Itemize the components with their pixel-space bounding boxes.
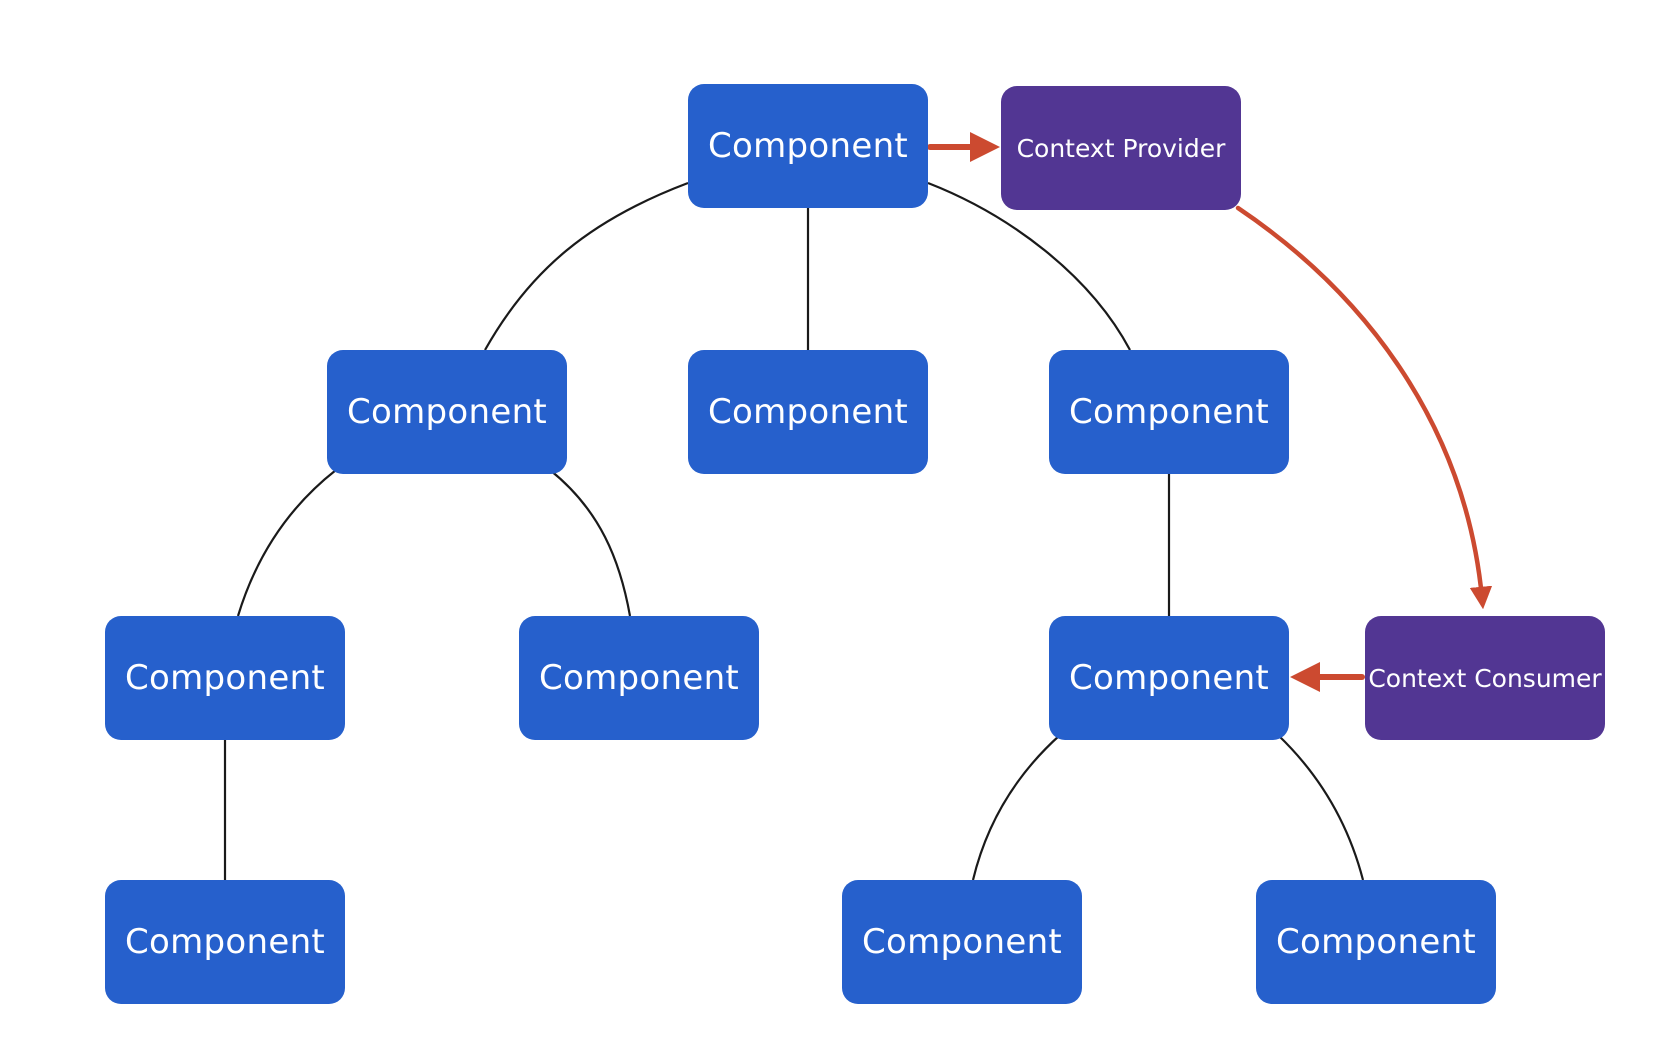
component-node-label: Component	[1068, 658, 1270, 698]
edge-root-mid1	[484, 181, 689, 351]
component-node-label: Component	[707, 392, 909, 432]
component-node-label: Component	[124, 658, 326, 698]
component-node-level2-center: Component	[688, 350, 928, 474]
component-node-label: Component	[1068, 392, 1270, 432]
component-node-label: Component	[538, 658, 740, 698]
component-node-label: Component	[124, 922, 326, 962]
edge-l3c-l4c	[1277, 734, 1365, 881]
component-node-level4-right: Component	[1256, 880, 1496, 1004]
component-node-label: Component	[1275, 922, 1477, 962]
component-node-level2-right: Component	[1049, 350, 1289, 474]
component-node-label: Component	[861, 922, 1063, 962]
context-provider-node: Context Provider	[1001, 86, 1241, 210]
component-node-level3-left: Component	[105, 616, 345, 740]
component-node-level4-left: Component	[105, 880, 345, 1004]
edge-mid1-l3b	[549, 469, 632, 617]
edge-mid1-l3a	[236, 469, 337, 617]
component-node-level3-center: Component	[519, 616, 759, 740]
edge-l3c-l4b	[971, 734, 1061, 881]
component-node-label: Component	[707, 126, 909, 166]
component-node-level4-center: Component	[842, 880, 1082, 1004]
component-node-root: Component	[688, 84, 928, 208]
component-node-label: Component	[346, 392, 548, 432]
context-provider-label: Context Provider	[1016, 133, 1226, 163]
context-consumer-node: Context Consumer	[1365, 616, 1605, 740]
context-consumer-label: Context Consumer	[1368, 663, 1602, 693]
component-node-level2-left: Component	[327, 350, 567, 474]
component-node-level3-right: Component	[1049, 616, 1289, 740]
